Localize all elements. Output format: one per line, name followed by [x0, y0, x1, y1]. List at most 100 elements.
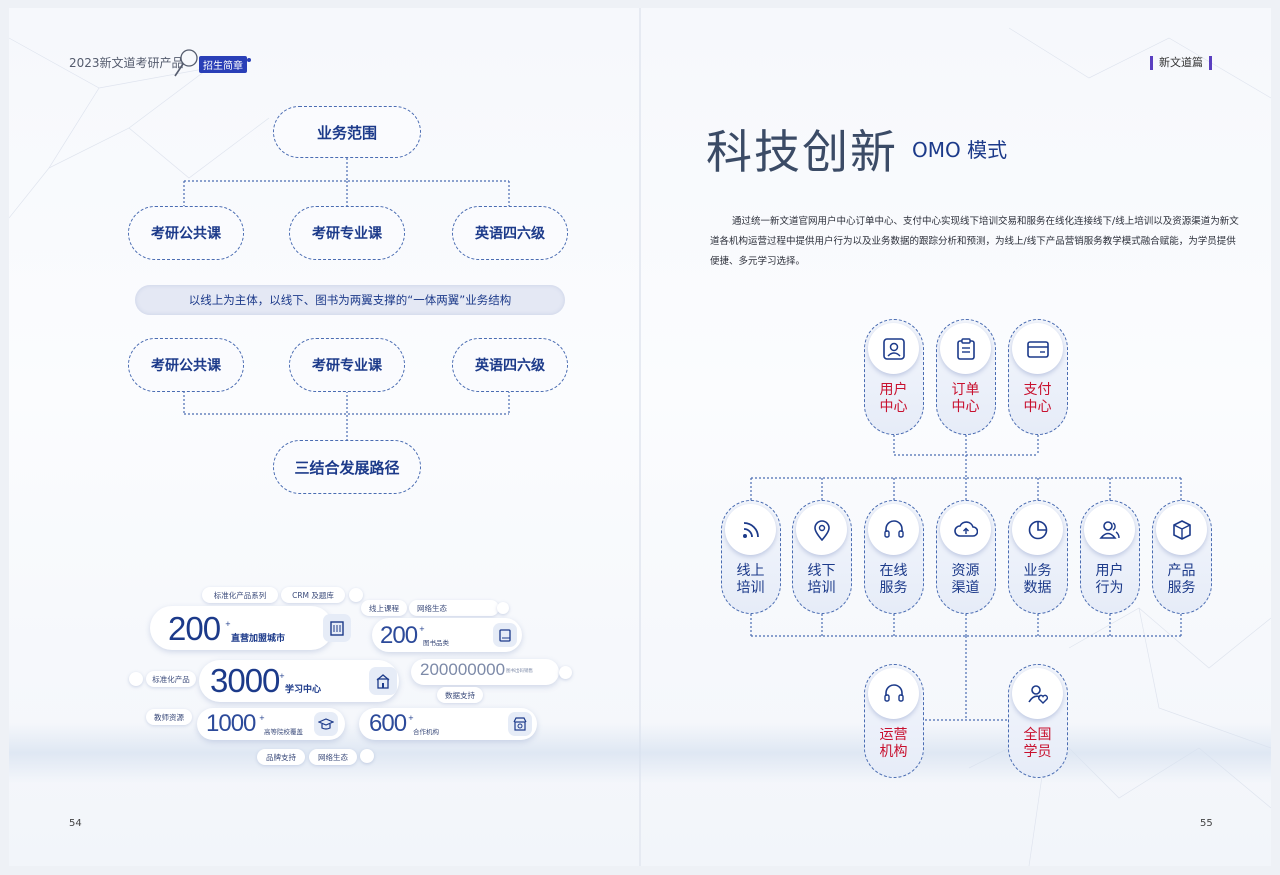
page-title: 科技创新 — [706, 125, 898, 179]
cloud-upload-icon — [940, 504, 991, 555]
stat-label: 直营加盟城市 — [231, 634, 286, 644]
stat-number: 3000 — [210, 662, 280, 699]
node-user-behavior: 用户 行为 — [1080, 500, 1140, 614]
stat-chip: 教师资源 — [146, 709, 192, 725]
row2-pill-3: 英语四六级 — [452, 338, 568, 392]
users-icon — [1084, 504, 1135, 555]
node-label: 行为 — [1095, 580, 1124, 596]
pie-chart-icon — [1012, 504, 1063, 555]
node-label: 线下 — [807, 563, 836, 579]
node-payment-center: 支付 中心 — [1008, 319, 1068, 435]
stat-chip: CRM 及题库 — [281, 587, 345, 603]
development-path-pill: 三结合发展路径 — [273, 440, 421, 494]
node-online-service: 在线 服务 — [864, 500, 924, 614]
location-icon — [796, 504, 847, 555]
node-label: 中心 — [1023, 399, 1052, 415]
stat-sup: + — [259, 714, 265, 722]
stat-chip: 标准化产品系列 — [202, 587, 278, 603]
stat-chip: 网络生态 — [309, 749, 357, 765]
stat-label: 合作机构 — [413, 728, 439, 736]
bubble — [360, 749, 374, 763]
brochure-tag: 招生简章 — [199, 56, 247, 73]
node-label: 全国 — [1023, 727, 1052, 743]
tag-dot — [247, 58, 251, 62]
node-label: 中心 — [879, 399, 908, 415]
stat-card-partners — [359, 708, 537, 740]
row1-pill-1: 考研公共课 — [128, 206, 244, 260]
stat-sup: + — [225, 620, 231, 628]
node-product-service: 产品 服务 — [1152, 500, 1212, 614]
stat-sup: + — [279, 672, 285, 680]
stat-chip: 品牌支持 — [257, 749, 305, 765]
node-label: 培训 — [736, 580, 765, 596]
node-label: 资源 — [951, 563, 980, 579]
section-tag: 新文道篇 — [1150, 56, 1212, 70]
node-label: 用户 — [1095, 563, 1124, 579]
node-order-center: 订单 中心 — [936, 319, 996, 435]
intro-paragraph: 通过统一新文道官网用户中心订单中心、支付中心实现线下培训交易和服务在线化连接线下… — [710, 216, 1239, 267]
wallet-icon — [1012, 323, 1063, 374]
stat-card-centers — [199, 660, 399, 702]
node-label: 学员 — [1023, 744, 1052, 760]
box-icon — [1156, 504, 1207, 555]
node-label: 线上 — [736, 563, 765, 579]
stat-number: 600 — [369, 710, 407, 737]
node-label: 支付 — [1023, 382, 1052, 398]
stat-card-cities — [150, 606, 333, 650]
stat-number: 200000000 — [420, 660, 506, 679]
omo-lines — [750, 435, 1182, 721]
node-online-training: 线上 培训 — [721, 500, 781, 614]
row2-pill-2: 考研专业课 — [289, 338, 405, 392]
stat-chip: 数据支持 — [437, 687, 483, 703]
node-resource-channel: 资源 渠道 — [936, 500, 996, 614]
node-label: 机构 — [879, 744, 908, 760]
magnifier-icon — [174, 49, 198, 77]
node-offline-training: 线下 培训 — [792, 500, 852, 614]
node-label: 用户 — [879, 382, 908, 398]
bubble — [129, 672, 143, 686]
stat-chip: 标准化产品 — [146, 671, 196, 687]
page-subtitle: OMO 模式 — [912, 138, 1008, 162]
node-label: 中心 — [951, 399, 980, 415]
user-card-icon — [868, 323, 919, 374]
row1-pill-2: 考研专业课 — [289, 206, 405, 260]
node-label: 服务 — [879, 580, 908, 596]
stat-label: 高等院校覆盖 — [264, 728, 303, 736]
stat-number: 1000 — [206, 710, 256, 737]
stat-label: 图书出码销售 — [506, 669, 533, 674]
business-tree-lines — [183, 158, 510, 440]
bubble — [497, 602, 509, 614]
node-label: 数据 — [1023, 580, 1052, 596]
page-number-right: 55 — [1200, 818, 1213, 829]
node-national-students: 全国 学员 — [1008, 664, 1068, 778]
row1-pill-3: 英语四六级 — [452, 206, 568, 260]
node-business-data: 业务 数据 — [1008, 500, 1068, 614]
node-label: 订单 — [951, 382, 980, 398]
node-label: 渠道 — [951, 580, 980, 596]
user-heart-icon — [1012, 668, 1063, 719]
page-number-left: 54 — [69, 818, 82, 829]
headset-icon — [868, 668, 919, 719]
stat-chip: 线上课程 — [361, 600, 407, 616]
page-fold — [639, 8, 641, 866]
stat-number: 200 — [380, 622, 418, 649]
business-structure-banner: 以线上为主体，以线下、图书为两翼支撑的“一体两翼”业务结构 — [135, 285, 565, 315]
node-label: 产品 — [1167, 563, 1196, 579]
node-label: 培训 — [807, 580, 836, 596]
building-icon — [323, 614, 351, 642]
stat-chip: 网络生态 — [409, 600, 499, 616]
stat-label: 学习中心 — [285, 685, 322, 695]
stat-sup: + — [408, 714, 414, 722]
clipboard-icon — [940, 323, 991, 374]
node-user-center: 用户 中心 — [864, 319, 924, 435]
graduation-icon — [314, 712, 338, 736]
brochure-spread: 2023新文道考研产品 招生简章 新文道篇 54 55 业务范围 考研公共课 考… — [9, 8, 1271, 866]
business-scope-pill: 业务范围 — [273, 106, 421, 158]
row2-pill-1: 考研公共课 — [128, 338, 244, 392]
headset-icon — [868, 504, 919, 555]
rss-icon — [725, 504, 776, 555]
book-icon — [493, 623, 517, 647]
stat-card-sales — [411, 659, 559, 685]
bubble — [559, 666, 572, 679]
node-label: 运营 — [879, 727, 908, 743]
